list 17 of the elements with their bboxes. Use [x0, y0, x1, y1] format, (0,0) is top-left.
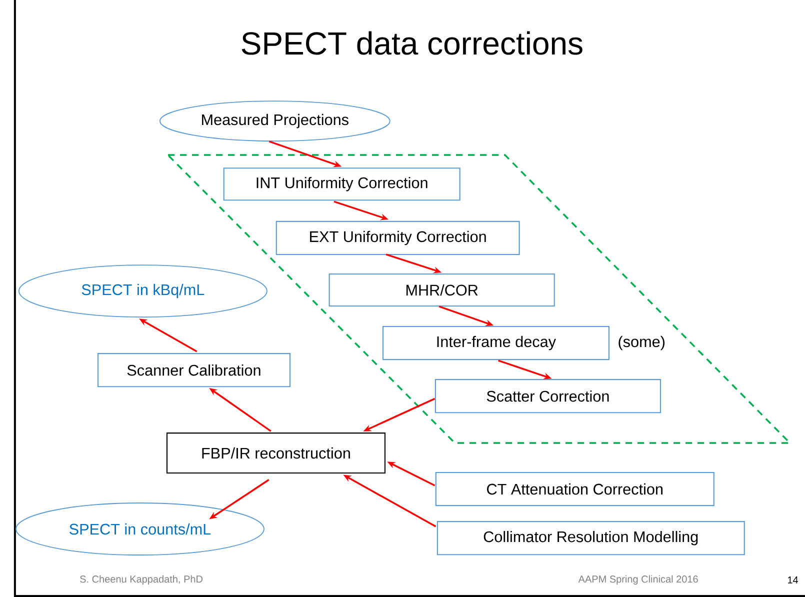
process-box: INT Uniformity Correction	[223, 168, 460, 201]
ellipse-node: Measured Projections	[159, 100, 390, 142]
process-box: Inter-frame decay	[382, 326, 610, 360]
process-box: Scanner Calibration	[97, 353, 291, 388]
process-box: Scatter Correction	[434, 379, 662, 414]
process-box: CT Attenuation Correction	[435, 472, 714, 506]
ellipse-node: SPECT in kBq/mL	[18, 264, 268, 318]
process-box: FBP/IR reconstruction	[166, 432, 386, 474]
footer-text: S. Cheenu Kappadath, PhD	[80, 575, 202, 585]
process-box: Collimator Resolution Modelling	[436, 521, 745, 556]
footer-text: AAPM Spring Clinical 2016	[578, 575, 698, 585]
slide-title: SPECT data corrections	[242, 31, 582, 55]
footer-text: 14	[788, 576, 798, 584]
side-note: (some)	[618, 336, 664, 350]
process-box: EXT Uniformity Correction	[276, 220, 520, 256]
ellipse-node: SPECT in counts/mL	[16, 502, 264, 556]
process-box: MHR/COR	[328, 273, 555, 306]
